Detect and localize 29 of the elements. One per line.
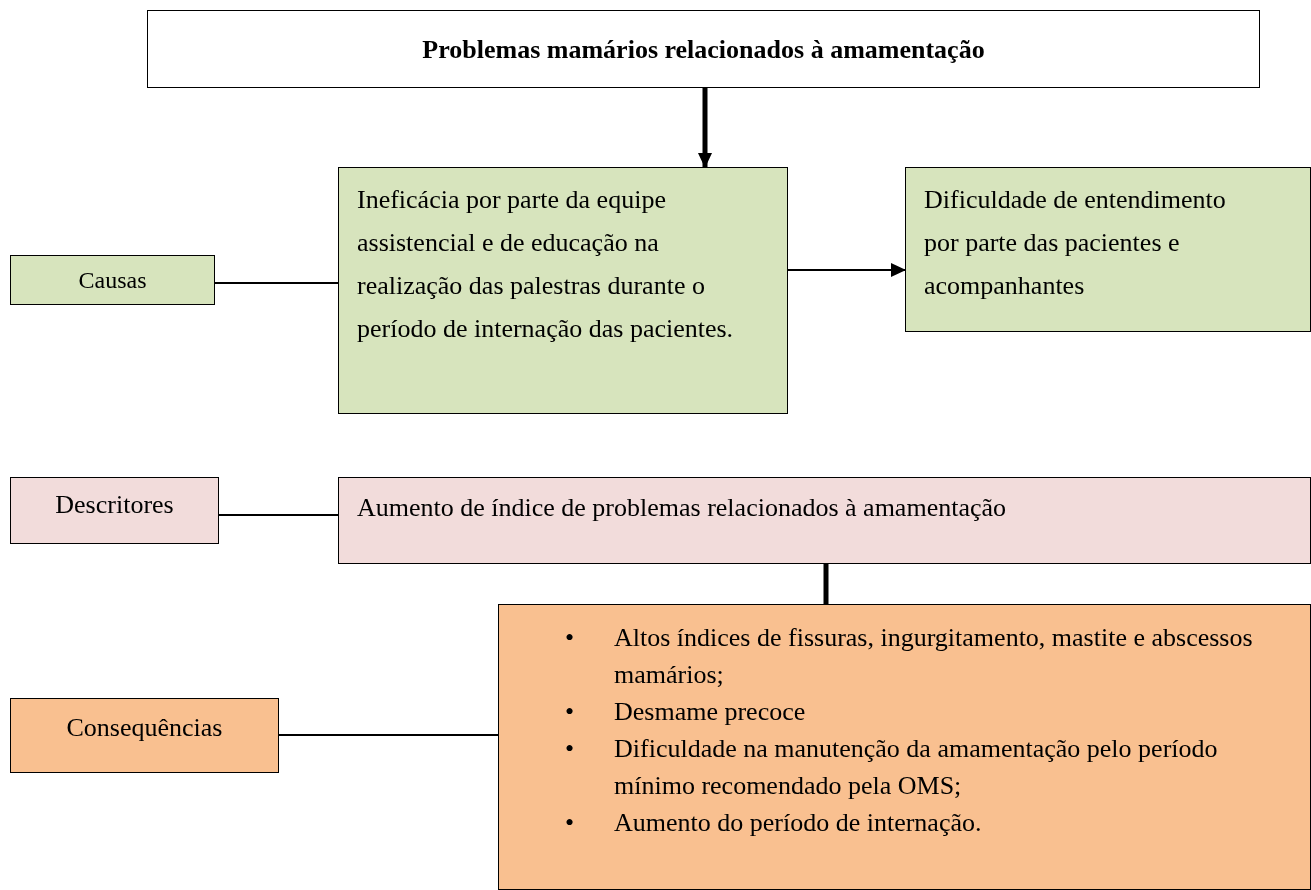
list-item-text: Aumento do período de internação. [614, 807, 983, 839]
connector-line [823, 564, 829, 604]
bullet-mark: • [565, 733, 576, 765]
arrow [787, 263, 906, 277]
node-text: Ineficácia por parte da equipe assistencial e de educação na realização das palestras durante o período de internação das pacientes. [357, 184, 735, 345]
title-box [147, 10, 1260, 88]
node-text: Consequências [66, 712, 223, 744]
category-box [10, 255, 215, 305]
bullet-mark: • [565, 696, 576, 728]
connector-line [214, 282, 339, 284]
node-text: Descritores [55, 489, 174, 521]
node-text: Causas [78, 266, 147, 295]
list-item-text: Altos índices de fissuras, ingurgitamento, mastite e abscessos mamários; [614, 622, 1254, 691]
bullet-mark: • [565, 622, 576, 654]
category-box [10, 477, 219, 544]
node-text: Aumento de índice de problemas relacionados à amamentação [357, 492, 1007, 524]
consequence-box [498, 604, 1311, 890]
arrow [698, 88, 712, 168]
title-text: Problemas mamários relacionados à amamentação [422, 33, 985, 66]
bullet-mark: • [565, 807, 576, 839]
descriptor-box [338, 477, 1311, 564]
node-text: Dificuldade de entendimento por parte das pacientes e acompanhantes [924, 184, 1227, 302]
list-item-text: Dificuldade na manutenção da amamentação pelo período mínimo recomendado pela OMS; [614, 733, 1219, 802]
list-item-text: Desmame precoce [614, 696, 807, 728]
cause-box [338, 167, 788, 414]
category-box [10, 698, 279, 773]
connector-line [278, 734, 499, 736]
effect-box [905, 167, 1311, 332]
connector-line [218, 514, 339, 516]
